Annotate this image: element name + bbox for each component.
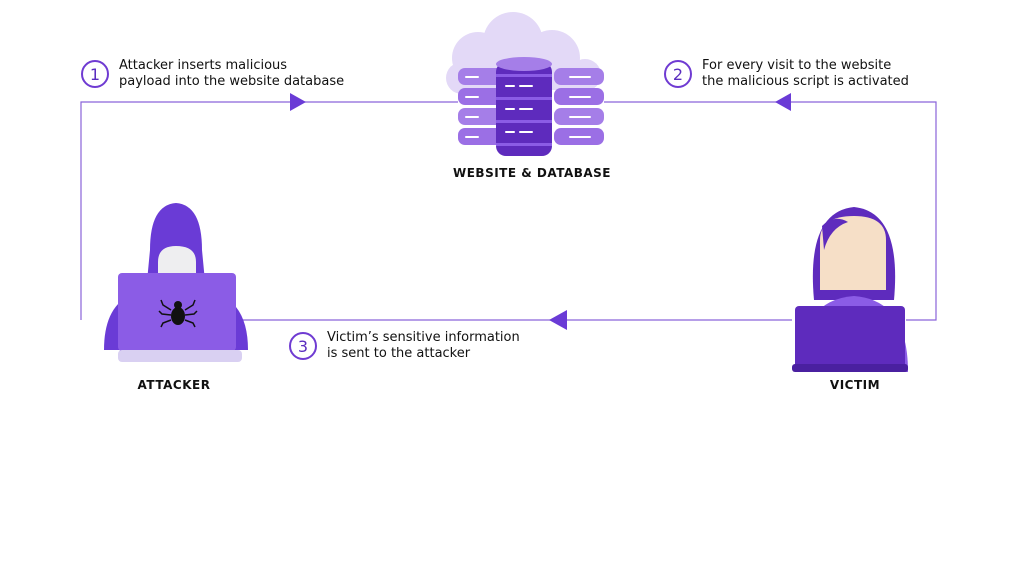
step-description: Victim’s sensitive information is sent t…: [327, 330, 520, 362]
step-number-badge: 3: [289, 332, 317, 360]
step-line: Attacker inserts malicious: [119, 58, 288, 73]
step-line: For every visit to the website: [702, 58, 892, 73]
cloud-database-icon: [446, 12, 604, 156]
attacker-label: ATTACKER: [137, 378, 211, 392]
step-line: the malicious script is activated: [702, 74, 909, 89]
step-3: 3 Victim’s sensitive information is sent…: [289, 330, 520, 362]
arrow-step1: [290, 93, 306, 111]
step-number-badge: 1: [81, 60, 109, 88]
victim-label: VICTIM: [829, 378, 881, 392]
victim-user-icon: [792, 207, 908, 372]
step-number-badge: 2: [664, 60, 692, 88]
line-database-to-victim: [604, 101, 937, 321]
database-label: WEBSITE & DATABASE: [452, 166, 612, 180]
step-line: Victim’s sensitive information: [327, 330, 520, 345]
line-attacker-to-database: [80, 101, 458, 320]
spider-bug-icon: [158, 299, 198, 328]
step-line: is sent to the attacker: [327, 346, 471, 361]
step-description: For every visit to the website the malic…: [702, 58, 909, 90]
arrow-step2: [775, 93, 791, 111]
step-description: Attacker inserts malicious payload into …: [119, 58, 344, 90]
step-2: 2 For every visit to the website the mal…: [664, 58, 909, 90]
hacker-icon: [104, 203, 248, 362]
step-line: payload into the website database: [119, 74, 345, 89]
flow-lines: [80, 101, 937, 321]
step-1: 1 Attacker inserts malicious payload int…: [81, 58, 344, 90]
arrow-step3: [549, 310, 567, 330]
